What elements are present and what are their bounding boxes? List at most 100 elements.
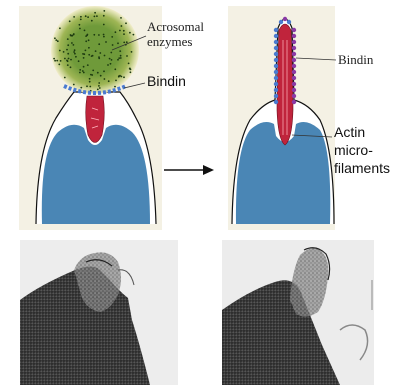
enzyme-dot [85, 40, 87, 42]
enzyme-dot [94, 12, 96, 14]
micrograph-left [20, 240, 178, 385]
enzyme-dot [88, 47, 90, 49]
enzyme-dot [125, 22, 127, 24]
bindin-dot [292, 100, 296, 104]
enzyme-dot [119, 50, 121, 52]
enzyme-dot [109, 58, 111, 60]
enzyme-dot [85, 35, 87, 37]
enzyme-dot [104, 78, 106, 80]
bindin-dot [292, 52, 296, 56]
acrosomal-label-2: enzymes [147, 34, 192, 49]
enzyme-dot [64, 58, 66, 60]
enzyme-dot [123, 30, 125, 32]
enzyme-dot [56, 60, 58, 62]
enzyme-dot [70, 66, 72, 68]
enzyme-dot [103, 10, 105, 12]
enzyme-dot [98, 85, 100, 87]
enzyme-dot [60, 60, 62, 62]
bindin-dot [283, 17, 287, 21]
bindin-dot [274, 76, 278, 80]
bindin-dot [274, 46, 278, 50]
enzyme-dot [79, 24, 81, 26]
enzyme-dot [119, 30, 121, 32]
enzyme-dot [73, 16, 75, 18]
enzyme-dot [86, 85, 88, 87]
enzyme-dot [69, 20, 71, 22]
enzyme-dot [67, 64, 69, 66]
enzyme-dot [131, 51, 133, 53]
enzyme-dot [83, 72, 85, 74]
actin-label-1: Actin [334, 124, 365, 140]
enzyme-dot [70, 34, 72, 36]
bindin-dot [274, 34, 278, 38]
bindin-dot [274, 94, 278, 98]
enzyme-dot [120, 55, 122, 57]
enzyme-dot [78, 60, 80, 62]
enzyme-dot [107, 64, 109, 66]
bindin-dot [292, 94, 296, 98]
enzyme-dot [115, 80, 117, 82]
enzyme-dot [83, 66, 85, 68]
enzyme-dot [129, 32, 131, 34]
enzyme-dot [83, 53, 85, 55]
enzyme-dot [73, 84, 75, 86]
enzyme-dot [93, 34, 95, 36]
enzyme-dot [92, 70, 94, 72]
enzyme-dot [98, 56, 100, 58]
enzyme-dot [58, 64, 60, 66]
micrograph-right [222, 240, 374, 385]
bindin-dot [274, 58, 278, 62]
enzyme-dot [74, 53, 76, 55]
enzyme-dot [94, 16, 96, 18]
enzyme-dot [79, 72, 81, 74]
enzyme-dot [111, 36, 113, 38]
enzyme-dot [128, 63, 130, 65]
arrow-head-icon [203, 165, 214, 175]
enzyme-dot [74, 49, 76, 51]
bindin-dot [274, 64, 278, 68]
acrosomal-enzymes-cloud [51, 6, 139, 94]
enzyme-dot [73, 44, 75, 46]
actin-label-3: filaments [334, 160, 390, 176]
enzyme-dot [87, 34, 89, 36]
enzyme-dot [108, 80, 110, 82]
enzyme-dot [103, 70, 105, 72]
enzyme-dot [114, 68, 116, 70]
enzyme-dot [80, 19, 82, 21]
bindin-dot [274, 88, 278, 92]
enzyme-dot [133, 34, 135, 36]
enzyme-dot [54, 37, 56, 39]
enzyme-dot [59, 50, 61, 52]
enzyme-dot [55, 39, 57, 41]
enzyme-dot [90, 74, 92, 76]
bindin-dot [292, 46, 296, 50]
enzyme-dot [129, 68, 131, 70]
bindin-dot [292, 28, 296, 32]
enzyme-dot [103, 34, 105, 36]
bindin-dot [292, 58, 296, 62]
enzyme-dot [110, 63, 112, 65]
bindin-dot [274, 40, 278, 44]
enzyme-dot [117, 59, 119, 61]
acrosomal-label-1: Acrosomal [147, 19, 204, 34]
enzyme-dot [54, 60, 56, 62]
enzyme-dot [82, 70, 84, 72]
bindin-right-label: Bindin [338, 52, 374, 67]
bindin-dot [292, 40, 296, 44]
enzyme-dot [91, 55, 93, 57]
bindin-dot [292, 82, 296, 86]
enzyme-dot [97, 89, 99, 91]
enzyme-dot [66, 49, 68, 51]
enzyme-dot [96, 15, 98, 17]
enzyme-dot [79, 28, 81, 30]
enzyme-dot [121, 25, 123, 27]
enzyme-dot [88, 39, 90, 41]
enzyme-dot [67, 53, 69, 55]
enzyme-dot [70, 59, 72, 61]
enzyme-dot [85, 50, 87, 52]
bindin-dot [292, 64, 296, 68]
enzyme-dot [73, 34, 75, 36]
enzyme-dot [75, 56, 77, 58]
enzyme-dot [68, 58, 70, 60]
